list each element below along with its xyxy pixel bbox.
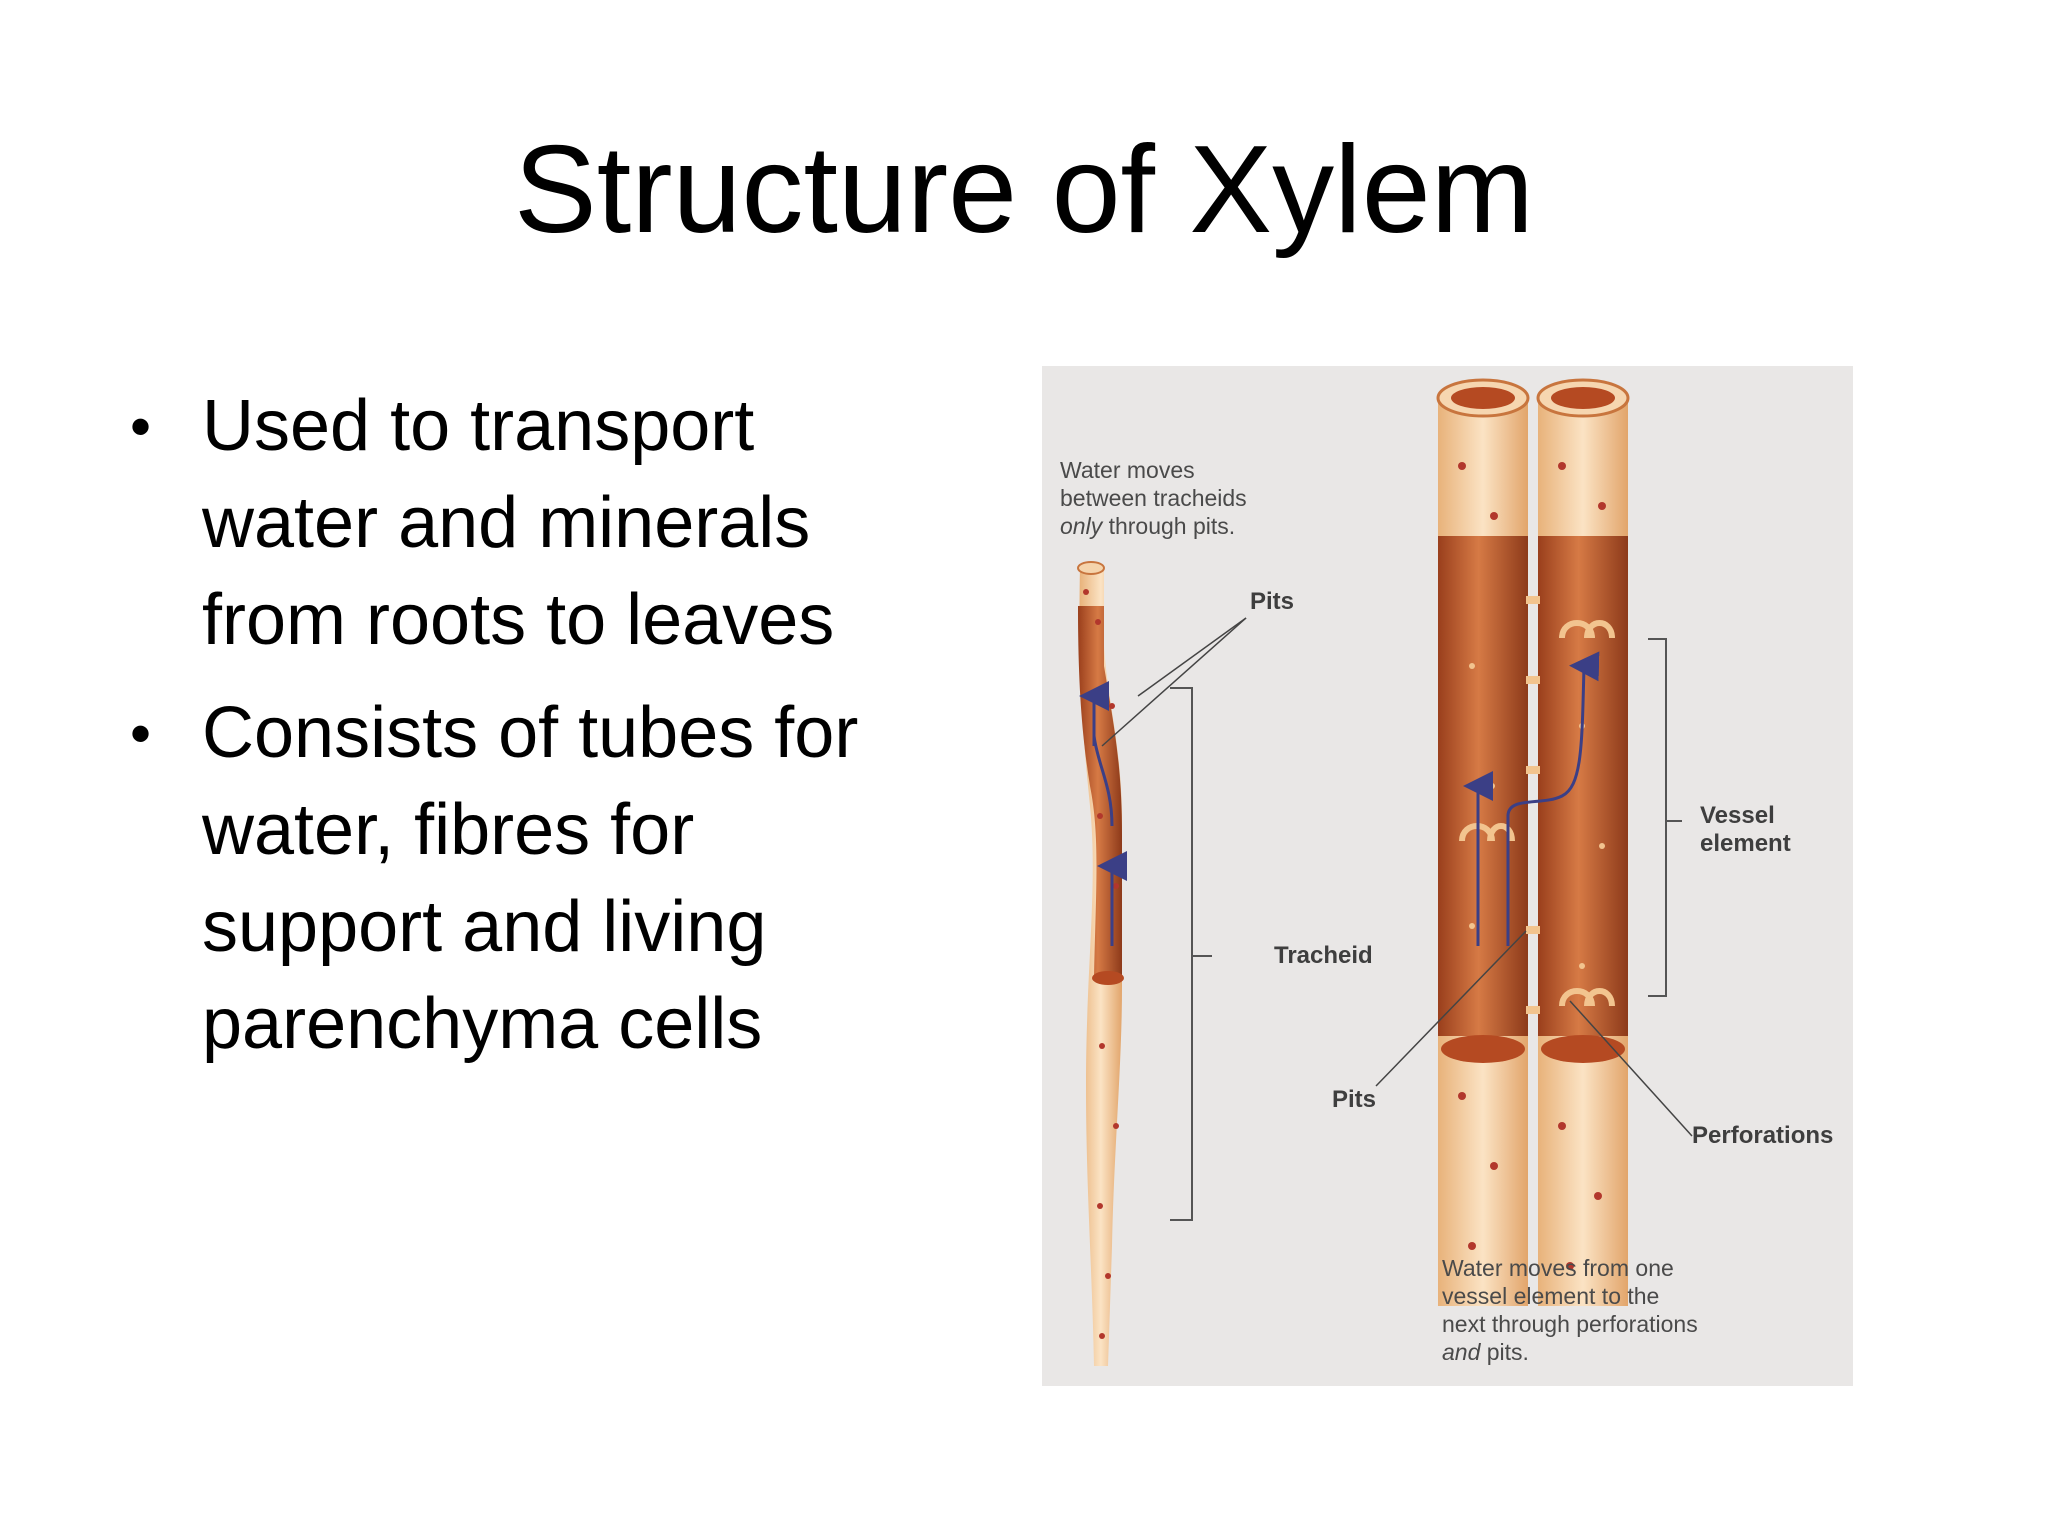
note-vessel-water: Water moves from one vessel element to t… [1442, 1254, 1698, 1366]
label-vessel-element: Vessel element [1700, 802, 1791, 857]
bullet-marker: • [130, 393, 152, 460]
note-bottom-rest: pits. [1480, 1339, 1529, 1365]
note-top-rest: through pits. [1102, 513, 1236, 539]
bullet-text: Used to transport water and minerals fro… [202, 386, 835, 660]
vessel-bracket [1648, 638, 1667, 997]
bullet-item: • Used to transport water and minerals f… [118, 378, 978, 669]
bullet-item: • Consists of tubes for water, fibres fo… [118, 685, 978, 1073]
label-pits-top: Pits [1250, 588, 1295, 615]
vessel-column-right [1536, 378, 1630, 1306]
note-top-line-1: Water moves [1060, 457, 1195, 483]
tracheid-bracket [1170, 687, 1193, 1221]
note-bottom-italic: and [1442, 1339, 1481, 1365]
label-pits-bottom: Pits [1332, 1086, 1377, 1113]
bullet-text: Consists of tubes for water, fibres for … [202, 693, 859, 1064]
xylem-illustration [1042, 366, 1853, 1386]
label-perforations: Perforations [1692, 1122, 1834, 1149]
note-top-italic: only [1060, 513, 1103, 539]
bullet-list: • Used to transport water and minerals f… [118, 378, 978, 1089]
bullet-marker: • [130, 700, 152, 767]
note-top-line-2: between tracheids [1060, 485, 1247, 511]
slide-title: Structure of Xylem [514, 121, 1534, 259]
note-bottom-lines: Water moves from one vessel element to t… [1442, 1255, 1698, 1337]
vessel-column-left [1436, 378, 1530, 1306]
label-tracheid: Tracheid [1274, 942, 1373, 969]
